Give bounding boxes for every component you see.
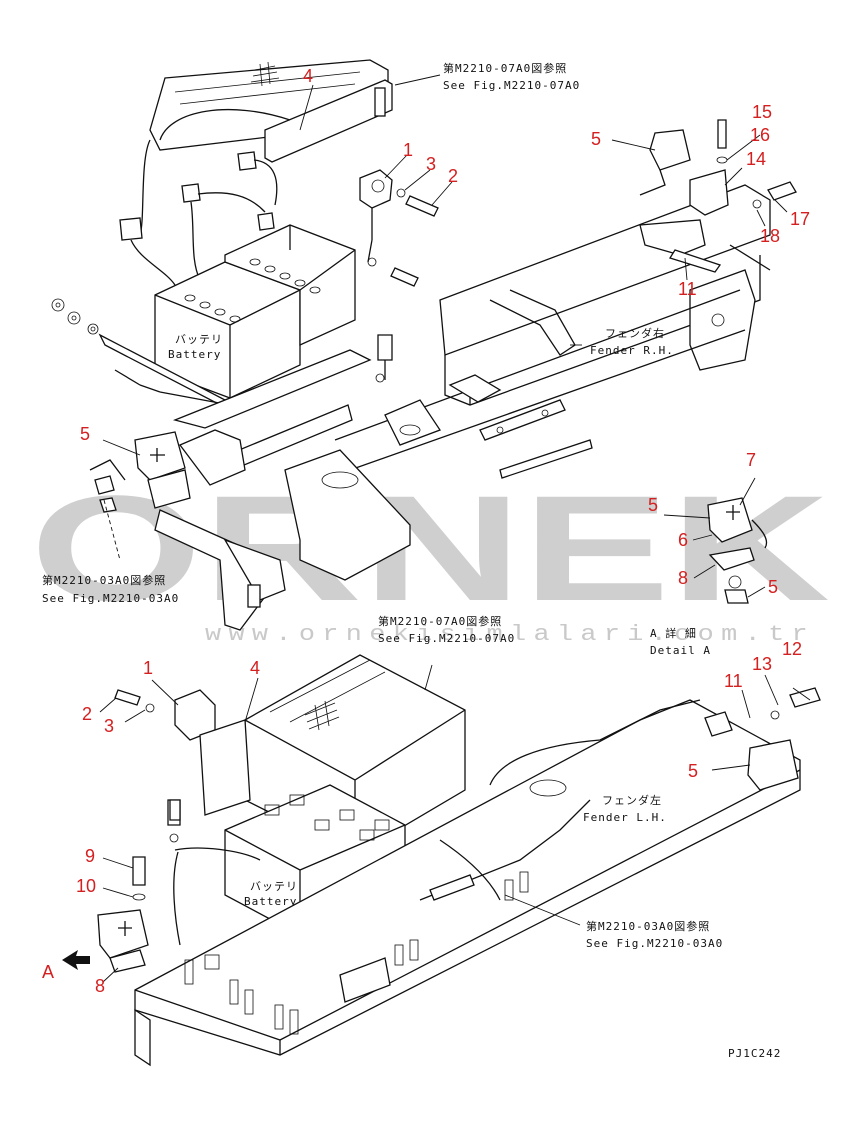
callout-1-lower: 1 [143, 658, 153, 678]
callout-5-detail: 5 [648, 495, 658, 515]
hood-grille [250, 61, 280, 87]
ref-left-en: See Fig.M2210-03A0 [42, 592, 179, 605]
battery-top-en: Battery [168, 348, 221, 361]
callout-15: 15 [752, 102, 772, 122]
watermark-url: www.ornekisimlalari.com.tr [205, 622, 815, 647]
callout-2: 2 [448, 166, 458, 186]
callout-5-lower: 5 [688, 761, 698, 781]
callout-18: 18 [760, 226, 780, 246]
ref-left-jp: 第M2210-03A0図参照 [42, 573, 166, 587]
view-a-label: A [42, 962, 54, 982]
callout-4-lower: 4 [250, 658, 260, 678]
fender-lh-jp: フェンダ左 [602, 793, 662, 807]
callout-1: 1 [403, 140, 413, 160]
ref-top-en: See Fig.M2210-07A0 [443, 79, 580, 92]
detail-a-en: Detail A [650, 644, 711, 657]
ref-bottom-jp: 第M2210-03A0図参照 [586, 919, 710, 933]
reference-labels: 第M2210-07A0図参照 See Fig.M2210-07A0 第M2210… [42, 61, 781, 1060]
detail-a-jp: A 詳 細 [650, 626, 697, 640]
fender-lh-en: Fender L.H. [583, 811, 667, 824]
battery-caps-bottom [264, 794, 390, 841]
ref-mid-en: See Fig.M2210-07A0 [378, 632, 515, 645]
callout-8-lower: 8 [95, 976, 105, 996]
battery-caps-top [184, 258, 321, 323]
callout-10: 10 [76, 876, 96, 896]
callout-8-detail: 8 [678, 568, 688, 588]
upper-assembly: バッテリ Battery [51, 59, 797, 631]
fender-rh-jp: フェンダ右 [605, 326, 665, 340]
battery-top-jp: バッテリ [175, 333, 223, 346]
callout-17: 17 [790, 209, 810, 229]
callout-3: 3 [426, 154, 436, 174]
callout-12: 12 [782, 639, 802, 659]
hood-grille-lower [304, 700, 340, 731]
callout-6: 6 [678, 530, 688, 550]
callout-5: 5 [591, 129, 601, 149]
callout-5-detail-2: 5 [768, 577, 778, 597]
callout-11-lower: 11 [724, 671, 743, 691]
fender-rh-en: Fender R.H. [590, 344, 674, 357]
callout-9: 9 [85, 846, 95, 866]
view-a-arrow-icon [62, 950, 90, 970]
drawing-code: PJ1C242 [728, 1047, 781, 1060]
washers-left [51, 298, 99, 335]
callout-16: 16 [750, 125, 770, 145]
part-callouts: 4 1 3 2 5 15 16 14 17 18 11 5 7 5 6 8 5 … [76, 66, 810, 996]
lower-assembly: バッテリ Battery [62, 654, 821, 1067]
callout-5-left: 5 [80, 424, 90, 444]
frame-posts [184, 871, 529, 1035]
callout-2-lower: 2 [82, 704, 92, 724]
detail-a [663, 477, 768, 604]
battery-bottom-en: Battery [244, 895, 297, 908]
callout-7: 7 [746, 450, 756, 470]
ref-bottom-en: See Fig.M2210-03A0 [586, 937, 723, 950]
ref-top-jp: 第M2210-07A0図参照 [443, 61, 567, 75]
battery-bottom-jp: バッテリ [250, 880, 298, 893]
callout-4: 4 [303, 66, 313, 86]
ref-mid-jp: 第M2210-07A0図参照 [378, 614, 502, 628]
callout-14: 14 [746, 149, 766, 169]
callout-13: 13 [752, 654, 772, 674]
callout-3-lower: 3 [104, 716, 114, 736]
callout-11: 11 [678, 279, 697, 299]
